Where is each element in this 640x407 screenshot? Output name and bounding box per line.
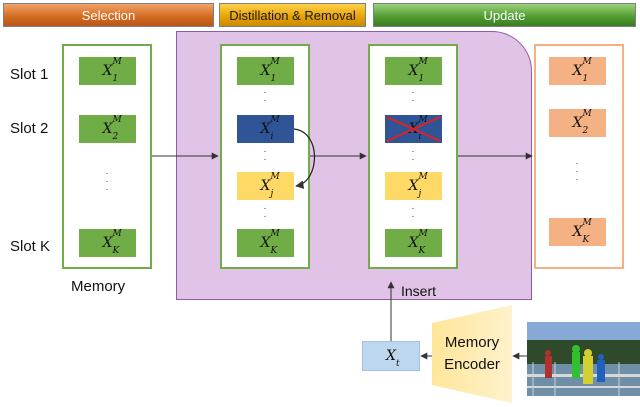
encoder-trapezoid (432, 305, 512, 403)
memory-panel (62, 44, 152, 269)
stage-update-header: Update (373, 3, 636, 27)
distill-ellipsis-bottom: ·· (263, 203, 267, 222)
remove-mark-line-b (386, 116, 441, 142)
arrow-merge-i-to-j (293, 128, 315, 189)
insert-ellipsis-mid: ·· (411, 146, 415, 165)
scene-image (527, 322, 640, 396)
distill-ellipsis-mid: ·· (263, 146, 267, 165)
slot-k-label: Slot K (10, 238, 51, 255)
encoder-line-2: Encoder (444, 356, 500, 373)
memory-ellipsis: ··· (105, 168, 109, 195)
memory-label: Memory (71, 278, 126, 295)
slot-1-label: Slot 1 (10, 66, 49, 83)
stage-update-text: Update (483, 7, 526, 23)
updated-memory-panel (534, 44, 624, 269)
memory-encoder-shape (432, 305, 512, 403)
distill-ellipsis-top: ·· (263, 87, 267, 106)
insert-ellipsis-bottom: ·· (411, 203, 415, 222)
stage-selection-text: Selection (81, 7, 136, 23)
stage-distillation-text: Distillation & Removal (229, 7, 356, 23)
memory-encoder: Memory Encoder (432, 305, 512, 403)
updated-ellipsis: ··· (575, 158, 579, 185)
slot-2-label: Slot 2 (10, 120, 49, 137)
stage-selection-header: Selection (3, 3, 214, 27)
insert-label: Insert (401, 283, 437, 299)
stage-distillation-header: Distillation & Removal (219, 3, 366, 27)
scene-illustration (527, 322, 640, 396)
insert-ellipsis-top: ·· (411, 87, 415, 106)
encoder-line-1: Memory (444, 334, 500, 351)
